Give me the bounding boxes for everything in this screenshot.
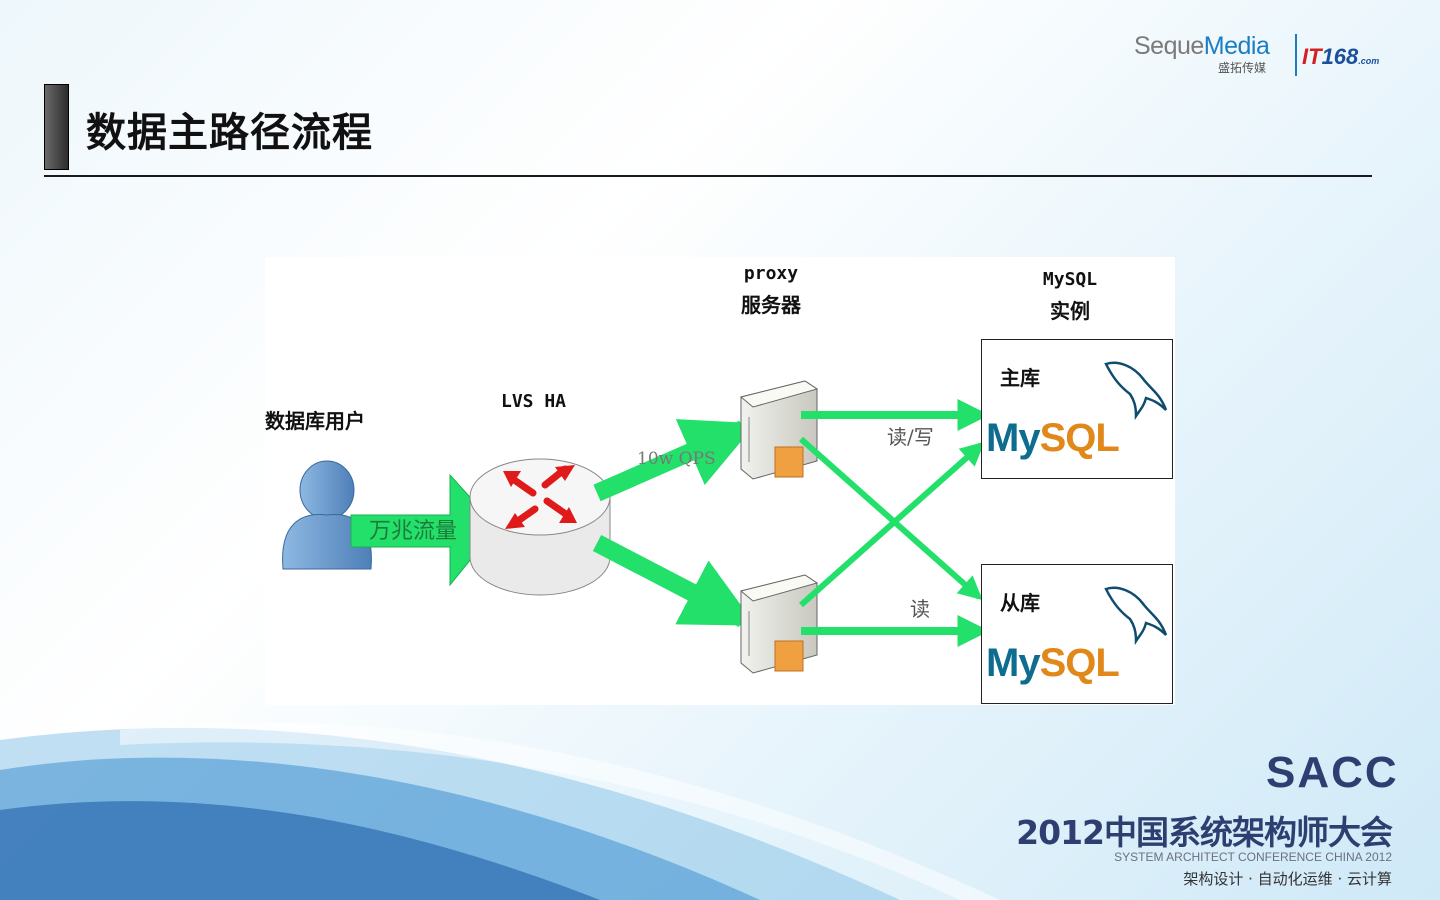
mysql-my-text: My [986, 416, 1041, 460]
dolphin-icon [1104, 361, 1168, 420]
dolphin-icon [1104, 586, 1168, 645]
media-text: Media [1203, 32, 1270, 60]
mysql-instance-label-line2: 实例 [1050, 299, 1090, 323]
sequemedia-logo: SequeMedia 盛拓传媒 [1134, 32, 1270, 75]
proxy-server-bottom-icon [739, 574, 819, 674]
proxy-server-top-icon [739, 380, 819, 480]
sacc-logo: SACC [1266, 748, 1399, 797]
slide-title: 数据主路径流程 [86, 110, 373, 156]
it168-num: 168 [1321, 44, 1359, 69]
proxy-label-line1: proxy [743, 263, 799, 284]
data-path-diagram: 数据库用户 LVS HA proxy 服务器 MySQL 实例 万兆流量 10w… [265, 257, 1175, 705]
seque-subtitle: 盛拓传媒 [1218, 61, 1267, 75]
lvs-to-proxy-bottom-arrow [592, 535, 756, 627]
title-accent-bar [44, 84, 69, 170]
diagram-graphics [282, 380, 990, 674]
logo-separator [1295, 34, 1297, 76]
database-user-label: 数据库用户 [265, 409, 365, 433]
master-db-label: 主库 [1000, 366, 1040, 390]
conference-english-title: SYSTEM ARCHITECT CONFERENCE CHINA 2012 [1114, 850, 1392, 864]
mysql-slave-box: 从库 MySQL [981, 564, 1173, 704]
proxy-label-line2: 服务器 [741, 293, 801, 317]
proxy-top-to-slave-arrow [799, 436, 983, 601]
mysql-master-box: 主库 MySQL [981, 339, 1173, 479]
mysql-my-text: My [986, 641, 1041, 685]
read-label: 读 [910, 597, 930, 621]
proxy-bottom-to-master-arrow [799, 441, 985, 608]
lvs-ha-label: LVS HA [501, 391, 567, 412]
qps-label: 10w QPS [637, 449, 716, 469]
slave-db-label: 从库 [1000, 591, 1040, 615]
mysql-sql-text: SQL [1039, 416, 1120, 460]
title-divider [44, 175, 1372, 177]
conference-tags: 架构设计 · 自动化运维 · 云计算 [1183, 870, 1392, 888]
it168-it: IT [1302, 44, 1322, 69]
conference-title: 2012中国系统架构师大会 [1016, 813, 1393, 852]
mysql-sql-text: SQL [1039, 641, 1120, 685]
traffic-label: 万兆流量 [369, 519, 458, 544]
seque-text: Seque [1134, 32, 1204, 60]
it168-com: .com [1358, 56, 1380, 66]
router-icon [469, 458, 611, 596]
mysql-master-logo: MySQL [986, 416, 1120, 461]
mysql-instance-label-line1: MySQL [1042, 269, 1098, 290]
it168-logo: IT168.com [1302, 44, 1379, 70]
lvs-to-proxy-top-arrow [593, 419, 757, 502]
read-write-label: 读/写 [887, 425, 934, 449]
mysql-slave-logo: MySQL [986, 641, 1120, 686]
